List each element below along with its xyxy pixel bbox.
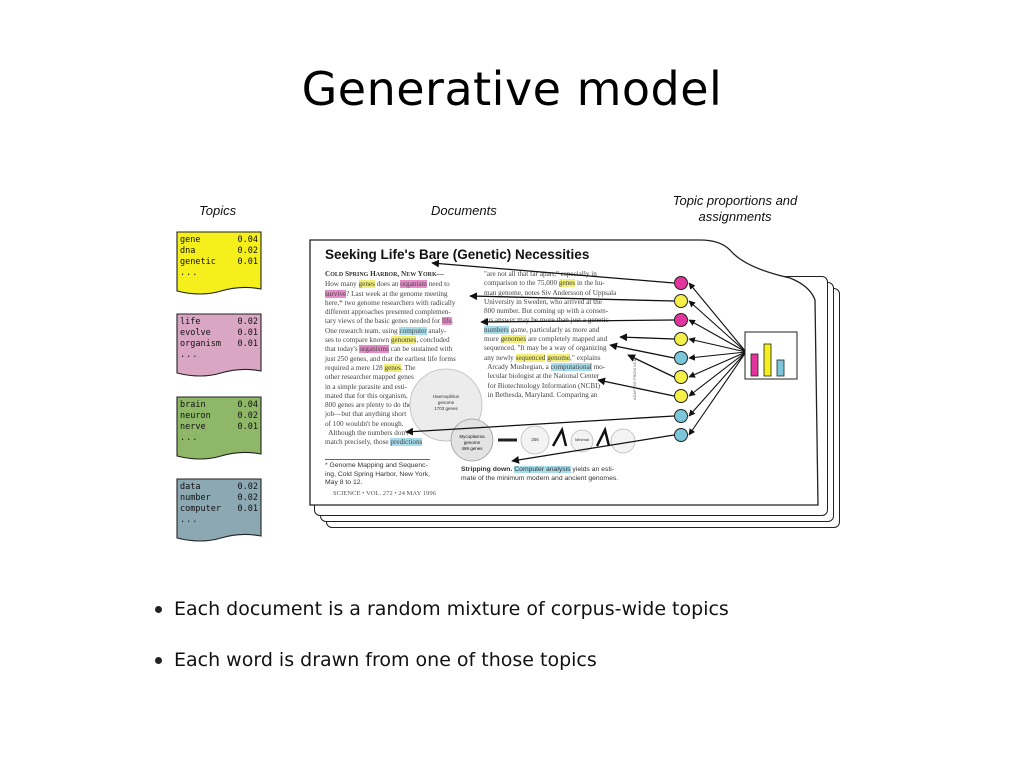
- topic-word-row: genetic 0.01: [180, 257, 258, 268]
- topic-word-row: neuron 0.02: [180, 411, 258, 422]
- journal-line: SCIENCE • VOL. 272 • 24 MAY 1996: [333, 490, 436, 497]
- topic-word: brain: [180, 400, 206, 410]
- bullet-text: Each word is drawn from one of those top…: [174, 649, 597, 671]
- documents-header: Documents: [431, 203, 497, 218]
- topic-word-list: life 0.02 evolve 0.01 organism 0.01...: [176, 313, 262, 375]
- topic-word-row: organism 0.01: [180, 339, 258, 350]
- topic-word: computer: [180, 504, 221, 514]
- topic-word: evolve: [180, 328, 211, 338]
- topic-more: ...: [180, 433, 199, 443]
- document-column-right: "are not all that far apart," especially…: [484, 270, 617, 399]
- topic-card-shape: [176, 313, 262, 377]
- topic-word: life: [180, 317, 201, 327]
- topic-word-prob: 0.04: [237, 400, 258, 410]
- topic-card: brain 0.04 neuron 0.02 nerve 0.01...: [176, 396, 262, 460]
- topic-word-prob: 0.02: [237, 246, 258, 256]
- caption-highlight: Computer analysis: [514, 466, 571, 473]
- topic-word-prob: 0.04: [237, 235, 258, 245]
- topic-word: genetic: [180, 257, 216, 267]
- topics-header: Topics: [199, 203, 237, 218]
- slide-title: Generative model: [301, 62, 723, 116]
- bullet-item: Each word is drawn from one of those top…: [155, 649, 729, 671]
- topic-word-row: nerve 0.01: [180, 422, 258, 433]
- caption-rest-1: yields an esti-: [570, 466, 614, 473]
- topic-word-prob: 0.01: [237, 504, 258, 514]
- bullet-text: Each document is a random mixture of cor…: [174, 598, 729, 620]
- document-caption: Stripping down. Computer analysis yields…: [461, 466, 618, 483]
- bullet-dot: [155, 605, 162, 613]
- topic-word: organism: [180, 339, 221, 349]
- document-footnote: * Genome Mapping and Sequenc- ing, Cold …: [325, 459, 431, 488]
- topic-word-prob: 0.01: [237, 422, 258, 432]
- topic-word-row: gene 0.04: [180, 235, 258, 246]
- topic-word-list: data 0.02 number 0.02 computer 0.01...: [176, 478, 262, 540]
- topic-word-prob: 0.02: [237, 317, 258, 327]
- topic-more: ...: [180, 350, 199, 360]
- caption-bold: Stripping down.: [461, 466, 513, 473]
- topic-word-prob: 0.02: [237, 482, 258, 492]
- bullet-item: Each document is a random mixture of cor…: [155, 598, 729, 620]
- topic-word-row: number 0.02: [180, 493, 258, 504]
- topic-card-shape: [176, 478, 262, 542]
- document-title: Seeking Life's Bare (Genetic) Necessitie…: [325, 247, 590, 262]
- topic-word-prob: 0.01: [237, 257, 258, 267]
- bullet-dot: [155, 656, 162, 664]
- topic-word: nerve: [180, 422, 206, 432]
- topic-word: number: [180, 493, 211, 503]
- topic-word-row: life 0.02: [180, 317, 258, 328]
- topic-card-shape: [176, 396, 262, 460]
- topic-word-row: dna 0.02: [180, 246, 258, 257]
- caption-rest-2: mate of the minimum modern and ancient g…: [461, 474, 619, 482]
- topic-card: data 0.02 number 0.02 computer 0.01...: [176, 478, 262, 542]
- topic-word-row: evolve 0.01: [180, 328, 258, 339]
- topic-word-row: brain 0.04: [180, 400, 258, 411]
- topic-more: ...: [180, 268, 199, 278]
- topic-word: data: [180, 482, 201, 492]
- topic-word-list: gene 0.04 dna 0.02 genetic 0.01...: [176, 231, 262, 293]
- topic-card: gene 0.04 dna 0.02 genetic 0.01...: [176, 231, 262, 295]
- topic-word-prob: 0.01: [237, 328, 258, 338]
- topic-word-prob: 0.02: [237, 411, 258, 421]
- topic-card: life 0.02 evolve 0.01 organism 0.01...: [176, 313, 262, 377]
- topic-word: gene: [180, 235, 201, 245]
- topic-word-list: brain 0.04 neuron 0.02 nerve 0.01...: [176, 396, 262, 458]
- topic-word-row: data 0.02: [180, 482, 258, 493]
- topic-word: dna: [180, 246, 196, 256]
- topic-word-row: computer 0.01: [180, 504, 258, 515]
- bullet-list: Each document is a random mixture of cor…: [155, 598, 729, 700]
- topic-card-shape: [176, 231, 262, 295]
- topic-word-prob: 0.01: [237, 339, 258, 349]
- topic-word: neuron: [180, 411, 211, 421]
- topic-more: ...: [180, 515, 199, 525]
- topic-word-prob: 0.02: [237, 493, 258, 503]
- proportions-header: Topic proportions and assignments: [672, 193, 798, 224]
- document-column-left: COLD SPRING HARBOR, NEW YORK— How many g…: [325, 270, 456, 447]
